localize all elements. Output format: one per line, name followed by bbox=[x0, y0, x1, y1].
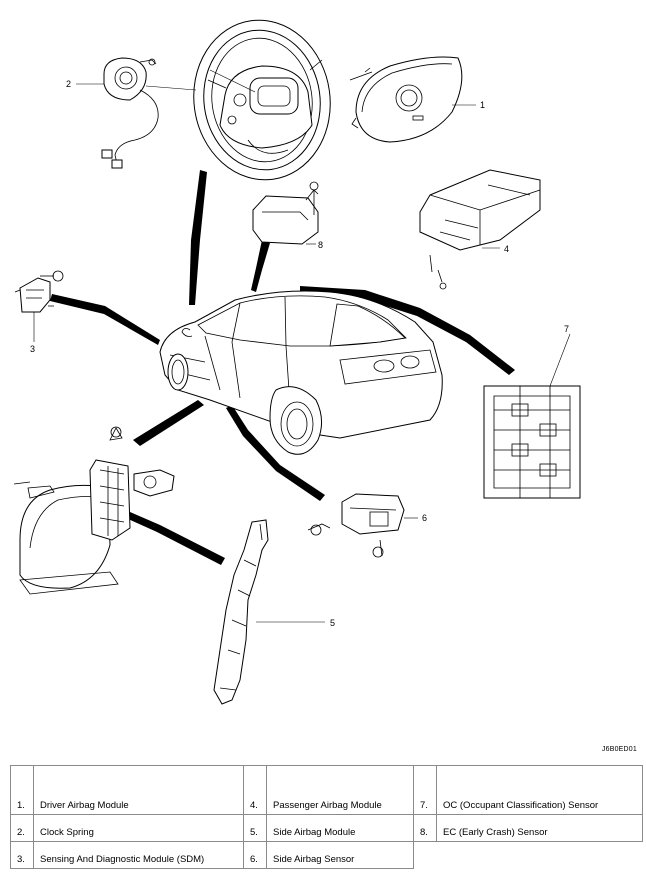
sdm bbox=[14, 270, 64, 313]
legend-row: 3. Sensing And Diagnostic Module (SDM) 6… bbox=[10, 841, 643, 869]
band-side-airbag-module bbox=[126, 512, 225, 565]
side-airbag-module bbox=[213, 519, 269, 705]
legend-label: Side Airbag Module bbox=[266, 814, 414, 842]
legend-number: 8. bbox=[413, 814, 437, 842]
legend-number: 2. bbox=[10, 814, 34, 842]
callout-5: 5 bbox=[330, 618, 335, 628]
side-airbag-sensor bbox=[307, 493, 405, 558]
legend-label: EC (Early Crash) Sensor bbox=[436, 814, 643, 842]
legend-label: OC (Occupant Classification) Sensor bbox=[436, 765, 643, 815]
legend-number: 6. bbox=[243, 841, 267, 869]
band-sdm bbox=[50, 294, 160, 345]
legend-row: 1. Driver Airbag Module 4. Passenger Air… bbox=[10, 765, 643, 815]
figure-code: J6B0ED01 bbox=[601, 746, 637, 753]
airbag-system-diagram: 1 2 3 4 5 6 7 8 bbox=[13, 19, 581, 705]
seat bbox=[13, 426, 175, 595]
callout-numbers: 1 2 3 4 5 6 7 8 bbox=[30, 79, 569, 628]
legend-label: Passenger Airbag Module bbox=[266, 765, 414, 815]
band-steering-wheel bbox=[189, 170, 207, 305]
legend-number: 7. bbox=[413, 765, 437, 815]
driver-airbag-module bbox=[349, 56, 463, 143]
band-side-airbag-sensor bbox=[226, 405, 325, 501]
ec-sensor bbox=[252, 181, 319, 245]
clock-spring bbox=[101, 57, 159, 169]
callout-1: 1 bbox=[480, 100, 485, 110]
passenger-airbag-module bbox=[419, 169, 541, 290]
legend-label: Driver Airbag Module bbox=[33, 765, 244, 815]
legend-table: 1. Driver Airbag Module 4. Passenger Air… bbox=[10, 765, 643, 869]
legend-label: Sensing And Diagnostic Module (SDM) bbox=[33, 841, 244, 869]
oc-sensor bbox=[483, 385, 581, 499]
legend-empty-cell bbox=[414, 842, 437, 869]
legend-label: Clock Spring bbox=[33, 814, 244, 842]
band-ec-sensor bbox=[251, 240, 270, 292]
car bbox=[159, 290, 443, 455]
band-seat bbox=[133, 400, 204, 446]
legend-number: 5. bbox=[243, 814, 267, 842]
legend-label: Side Airbag Sensor bbox=[266, 841, 414, 869]
callout-2: 2 bbox=[66, 79, 71, 89]
callout-8: 8 bbox=[318, 240, 323, 250]
legend-row: 2. Clock Spring 5. Side Airbag Module 8.… bbox=[10, 814, 643, 842]
legend-number: 4. bbox=[243, 765, 267, 815]
callout-6: 6 bbox=[422, 513, 427, 523]
callout-3: 3 bbox=[30, 344, 35, 354]
legend-number: 1. bbox=[10, 765, 34, 815]
steering-wheel bbox=[193, 19, 331, 181]
leader-lines bbox=[33, 69, 571, 623]
callout-7: 7 bbox=[564, 324, 569, 334]
callout-4: 4 bbox=[504, 244, 509, 254]
legend-number: 3. bbox=[10, 841, 34, 869]
legend-empty-cell bbox=[437, 842, 643, 869]
